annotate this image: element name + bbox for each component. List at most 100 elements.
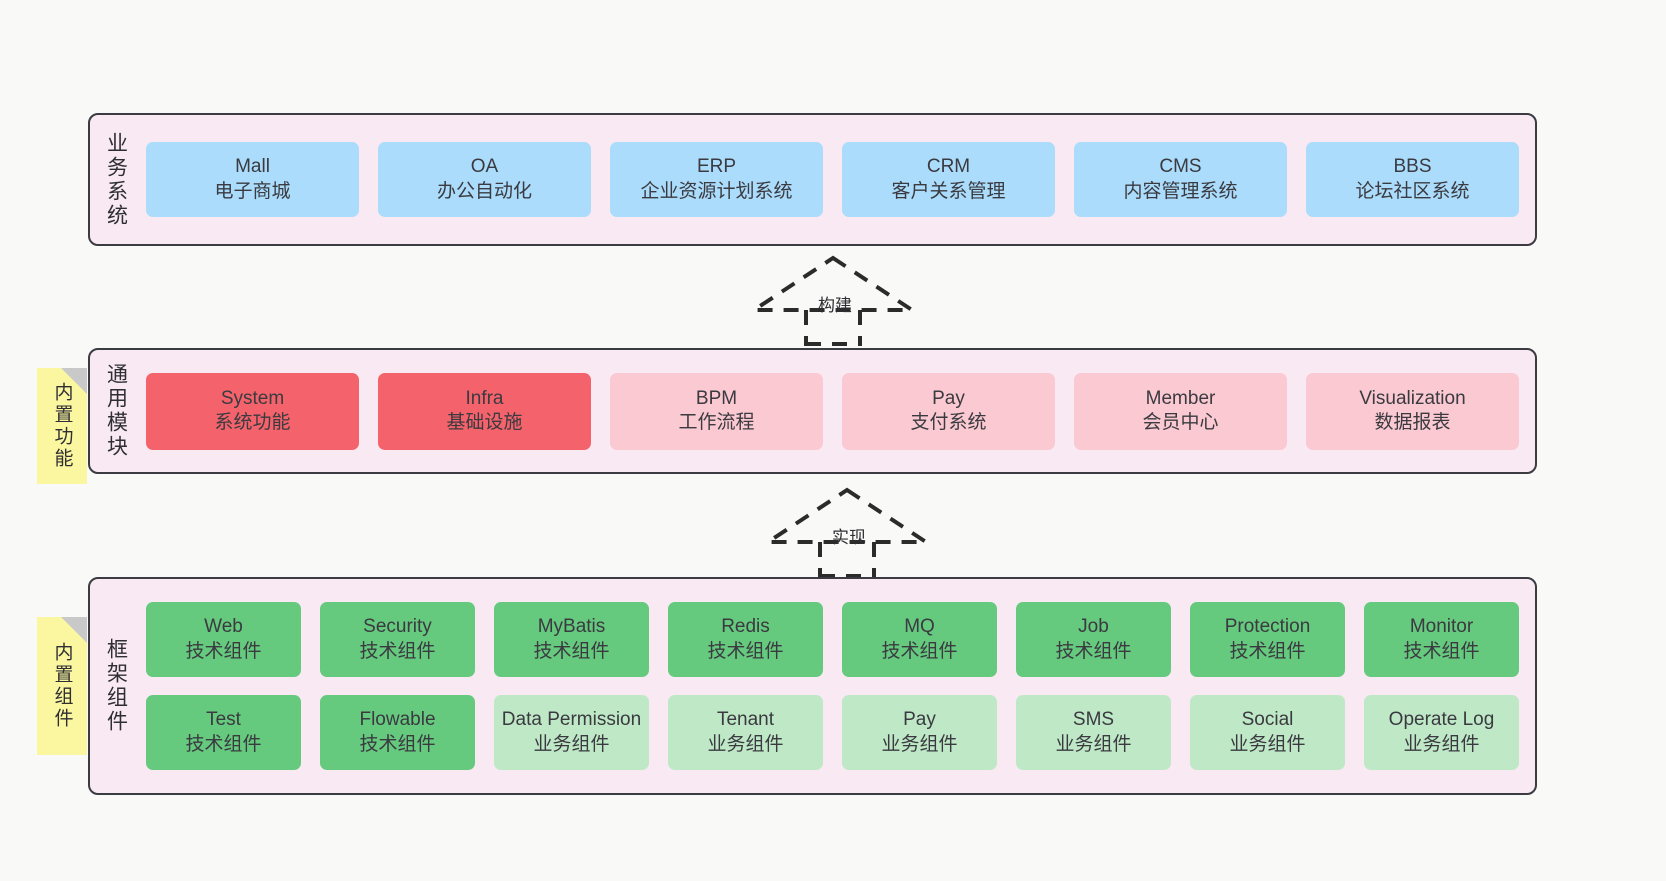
layer-business-system-body: Mall 电子商城 OA 办公自动化 ERP 企业资源计划系统 CRM 客户关系… [142,115,1535,244]
card-monitor[interactable]: Monitor 技术组件 [1364,602,1519,677]
card-subtitle: 技术组件 [359,733,436,755]
card-subtitle: 技术组件 [185,733,262,755]
card-subtitle: 技术组件 [359,640,436,662]
card-title: OA [470,156,499,178]
card-security[interactable]: Security 技术组件 [320,602,475,677]
card-tenant[interactable]: Tenant 业务组件 [668,695,823,770]
card-visualization[interactable]: Visualization 数据报表 [1306,372,1519,450]
layer-framework-components-body: Web 技术组件 Security 技术组件 MyBatis 技术组件 Redi… [142,579,1535,793]
card-subtitle: 工作流程 [678,412,755,433]
card-mall[interactable]: Mall 电子商城 [146,142,359,217]
card-cms[interactable]: CMS 内容管理系统 [1074,142,1287,217]
card-redis[interactable]: Redis 技术组件 [668,602,823,677]
card-subtitle: 数据报表 [1374,412,1451,433]
card-crm[interactable]: CRM 客户关系管理 [842,142,1055,217]
card-infra[interactable]: Infra 基础设施 [378,372,591,450]
card-subtitle: 业务组件 [533,733,610,755]
arrow-implement-label: 实现 [832,528,866,547]
card-title: Social [1241,709,1294,731]
card-erp[interactable]: ERP 企业资源计划系统 [610,142,823,217]
card-subtitle: 技术组件 [1229,640,1306,662]
card-subtitle: 支付系统 [910,412,987,433]
card-title: Job [1078,616,1109,638]
card-subtitle: 电子商城 [214,180,291,202]
sticky-note-label: 内置功能 [51,382,73,470]
card-title: ERP [696,156,737,178]
card-subtitle: 客户关系管理 [891,180,1006,202]
card-pay-component[interactable]: Pay 业务组件 [842,695,997,770]
card-bpm[interactable]: BPM 工作流程 [610,372,823,450]
card-title: Web [204,616,243,638]
card-title: Data Permission [501,709,642,731]
card-operate-log[interactable]: Operate Log 业务组件 [1364,695,1519,770]
card-mq[interactable]: MQ 技术组件 [842,602,997,677]
card-row: System 系统功能 Infra 基础设施 BPM 工作流程 Pay 支付系统… [146,372,1519,450]
card-subtitle: 业务组件 [1055,733,1132,755]
layer-common-modules-body: System 系统功能 Infra 基础设施 BPM 工作流程 Pay 支付系统… [142,350,1535,472]
card-subtitle: 基础设施 [446,412,523,433]
layer-common-modules: 通用模块 System 系统功能 Infra 基础设施 BPM 工作流程 Pay [88,348,1537,474]
layer-framework-components: 框架组件 Web 技术组件 Security 技术组件 MyBatis 技术组件… [88,577,1537,795]
card-title: Test [206,709,241,731]
card-title: CRM [926,156,971,178]
card-title: BBS [1393,156,1432,178]
card-title: Security [363,616,432,638]
card-subtitle: 技术组件 [1055,640,1132,662]
card-bbs[interactable]: BBS 论坛社区系统 [1306,142,1519,217]
card-title: Operate Log [1388,709,1495,731]
layer-business-system: 业务系统 Mall 电子商城 OA 办公自动化 ERP 企业资源计划系统 CRM [88,113,1537,246]
card-subtitle: 论坛社区系统 [1355,180,1470,202]
card-title: Tenant [716,709,775,731]
fold-corner-icon [61,617,87,643]
card-subtitle: 办公自动化 [436,180,532,202]
card-title: System [220,387,285,409]
layer-framework-components-title: 框架组件 [104,638,128,734]
card-mybatis[interactable]: MyBatis 技术组件 [494,602,649,677]
card-test[interactable]: Test 技术组件 [146,695,301,770]
card-subtitle: 会员中心 [1142,412,1219,433]
card-oa[interactable]: OA 办公自动化 [378,142,591,217]
card-title: Pay [903,709,936,731]
card-title: Mall [235,156,270,178]
card-member[interactable]: Member 会员中心 [1074,372,1287,450]
card-title: MyBatis [537,616,606,638]
card-title: SMS [1072,709,1115,731]
card-title: Visualization [1359,387,1466,409]
card-subtitle: 技术组件 [1403,640,1480,662]
card-protection[interactable]: Protection 技术组件 [1190,602,1345,677]
card-row: Test 技术组件 Flowable 技术组件 Data Permission … [146,695,1519,770]
card-sms[interactable]: SMS 业务组件 [1016,695,1171,770]
card-title: Monitor [1409,616,1474,638]
card-subtitle: 技术组件 [533,640,610,662]
card-data-permission[interactable]: Data Permission 业务组件 [494,695,649,770]
card-subtitle: 技术组件 [881,640,958,662]
card-title: Pay [932,387,965,409]
card-title: Infra [465,387,504,409]
card-subtitle: 企业资源计划系统 [640,180,793,202]
card-subtitle: 技术组件 [185,640,262,662]
card-subtitle: 业务组件 [707,733,784,755]
card-title: CMS [1159,156,1202,178]
card-job[interactable]: Job 技术组件 [1016,602,1171,677]
card-title: Redis [721,616,770,638]
card-flowable[interactable]: Flowable 技术组件 [320,695,475,770]
card-subtitle: 业务组件 [1229,733,1306,755]
card-web[interactable]: Web 技术组件 [146,602,301,677]
card-row: Mall 电子商城 OA 办公自动化 ERP 企业资源计划系统 CRM 客户关系… [146,142,1519,217]
layer-common-modules-title: 通用模块 [104,363,128,459]
sticky-note-label: 内置组件 [51,642,73,730]
card-system[interactable]: System 系统功能 [146,372,359,450]
card-social[interactable]: Social 业务组件 [1190,695,1345,770]
arrow-build-label: 构建 [818,296,852,315]
card-pay[interactable]: Pay 支付系统 [842,372,1055,450]
card-subtitle: 系统功能 [214,412,291,433]
sticky-note-builtin-features: 内置功能 [37,368,87,484]
card-title: MQ [904,616,935,638]
card-subtitle: 内容管理系统 [1123,180,1238,202]
card-title: Protection [1224,616,1311,638]
sticky-note-builtin-components: 内置组件 [37,617,87,755]
card-title: Flowable [359,709,436,731]
card-title: BPM [695,387,738,409]
fold-corner-icon [61,368,87,394]
